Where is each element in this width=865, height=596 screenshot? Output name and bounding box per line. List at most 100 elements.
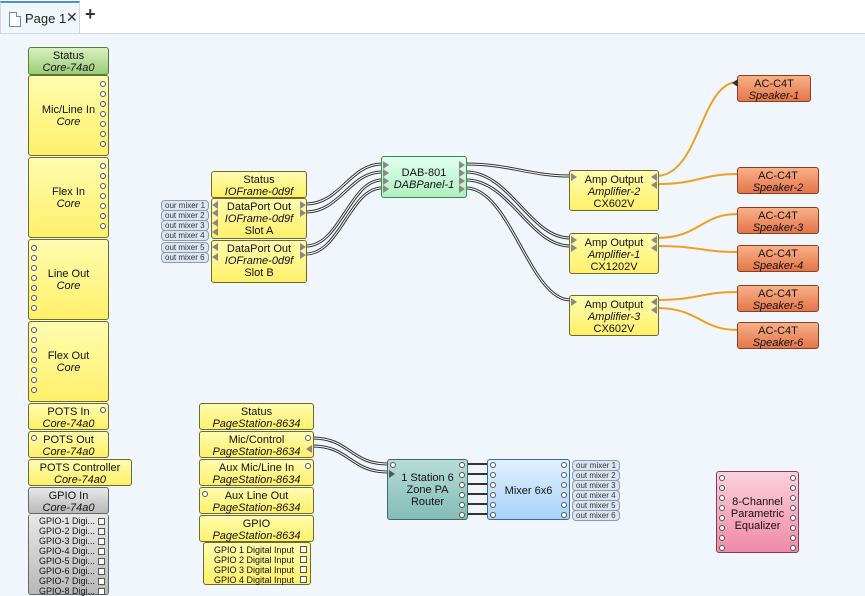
gpio-checkbox[interactable] [300,576,307,583]
output-pin[interactable] [300,201,306,209]
output-pin[interactable] [790,535,796,541]
output-pin[interactable] [790,505,796,511]
gpio-checkbox[interactable] [98,558,105,565]
input-pin[interactable] [31,327,37,333]
gpio-checkbox[interactable] [98,578,105,585]
speaker-2-block[interactable]: AC-C4T Speaker-2 [737,167,819,194]
signal-tag[interactable]: out mixer 6 [161,252,209,263]
output-pin[interactable] [100,213,106,219]
output-pin[interactable] [651,181,657,189]
output-pin[interactable] [100,111,106,117]
gpio-checkbox[interactable] [300,546,307,553]
input-pin[interactable] [490,502,496,508]
aux-mic-line-in-block[interactable]: Aux Mic/Line In PageStation-8634 [199,459,314,486]
input-pin[interactable] [571,298,577,306]
input-pin[interactable] [719,525,725,531]
add-tab-icon[interactable]: + [85,4,96,24]
input-pin[interactable] [212,201,218,209]
output-pin[interactable] [459,492,465,498]
output-pin[interactable] [561,462,567,468]
input-pin[interactable] [31,435,37,441]
close-icon[interactable]: ✕ [66,9,78,25]
signal-tag[interactable]: out mixer 6 [572,510,620,521]
input-pin[interactable] [212,219,218,227]
amp-output-1-block[interactable]: Amp Output Amplifier-1 CX1202V [569,233,659,274]
gpio-checkbox[interactable] [98,548,105,555]
input-pin[interactable] [719,515,725,521]
pots-in-block[interactable]: POTS In Core-74a0 [28,403,109,430]
input-pin[interactable] [719,495,725,501]
output-pin[interactable] [459,185,465,193]
speaker-4-block[interactable]: AC-C4T Speaker-4 [737,245,819,272]
input-pin[interactable] [383,161,389,169]
output-pin[interactable] [100,91,106,97]
output-pin[interactable] [100,203,106,209]
output-pin[interactable] [561,492,567,498]
input-pin[interactable] [31,337,37,343]
gpio-checkbox[interactable] [98,518,105,525]
tab-page-1[interactable]: Page 1 ✕ [0,1,80,33]
gpio-checkbox[interactable] [300,556,307,563]
input-pin[interactable] [202,491,208,497]
input-pin[interactable] [383,169,389,177]
input-pin[interactable] [732,79,738,87]
input-pin[interactable] [390,462,396,468]
amp-output-3-block[interactable]: Amp Output Amplifier-3 CX602V [569,295,659,336]
output-pin[interactable] [100,141,106,147]
output-pin[interactable] [790,515,796,521]
input-pin[interactable] [571,236,577,244]
gpio-in-block[interactable]: GPIO In Core-74a0 [28,487,109,514]
mic-line-in-block[interactable]: Mic/Line In Core [28,75,109,156]
input-pin[interactable] [490,482,496,488]
amp-output-2-block[interactable]: Amp Output Amplifier-2 CX602V [569,170,659,211]
input-pin[interactable] [719,505,725,511]
input-pin[interactable] [31,387,37,393]
output-pin[interactable] [459,512,465,518]
output-pin[interactable] [300,243,306,251]
input-pin[interactable] [31,295,37,301]
speaker-1-block[interactable]: AC-C4T Speaker-1 [732,75,811,102]
output-pin[interactable] [790,475,796,481]
input-pin[interactable] [719,475,725,481]
gpio-block[interactable]: GPIO PageStation-8634 [199,515,314,542]
input-pin[interactable] [31,265,37,271]
input-pin[interactable] [212,228,218,236]
output-pin[interactable] [790,495,796,501]
input-pin[interactable] [212,253,218,261]
output-pin[interactable] [790,545,796,551]
input-pin[interactable] [719,545,725,551]
flex-in-block[interactable]: Flex In Core [28,157,109,238]
pots-out-block[interactable]: POTS Out Core-74a0 [28,431,109,458]
output-pin[interactable] [100,121,106,127]
gpio-checkbox[interactable] [98,538,105,545]
output-pin[interactable] [300,209,306,217]
gpio-checkbox[interactable] [98,568,105,575]
dab-801-block[interactable]: DAB-801 DABPanel-1 [381,156,467,198]
input-pin[interactable] [383,185,389,193]
output-pin[interactable] [305,435,311,441]
output-pin[interactable] [300,251,306,259]
input-pin[interactable] [31,305,37,311]
input-pin[interactable] [490,462,496,468]
output-pin[interactable] [100,131,106,137]
output-pin[interactable] [790,525,796,531]
output-pin[interactable] [459,161,465,169]
output-pin[interactable] [459,177,465,185]
output-pin[interactable] [651,244,657,252]
line-out-block[interactable]: Line Out Core [28,239,109,320]
input-pin[interactable] [31,255,37,261]
pa-router-block[interactable]: 1 Station 6 Zone PA Router [387,459,468,520]
output-pin[interactable] [459,472,465,478]
input-pin[interactable] [383,177,389,185]
dataport-slot-b-block[interactable]: DataPort Out IOFrame-0d9f Slot B [211,240,307,283]
dataport-slot-a-block[interactable]: DataPort Out IOFrame-0d9f Slot A [211,198,307,239]
speaker-6-block[interactable]: AC-C4T Speaker-6 [737,322,819,349]
output-pin[interactable] [561,512,567,518]
output-pin[interactable] [459,482,465,488]
output-pin[interactable] [100,183,106,189]
input-pin[interactable] [31,377,37,383]
gpio-checkbox[interactable] [300,566,307,573]
input-pin[interactable] [571,173,577,181]
output-pin[interactable] [790,485,796,491]
ioframe-status-block[interactable]: Status IOFrame-0d9f [211,171,307,198]
